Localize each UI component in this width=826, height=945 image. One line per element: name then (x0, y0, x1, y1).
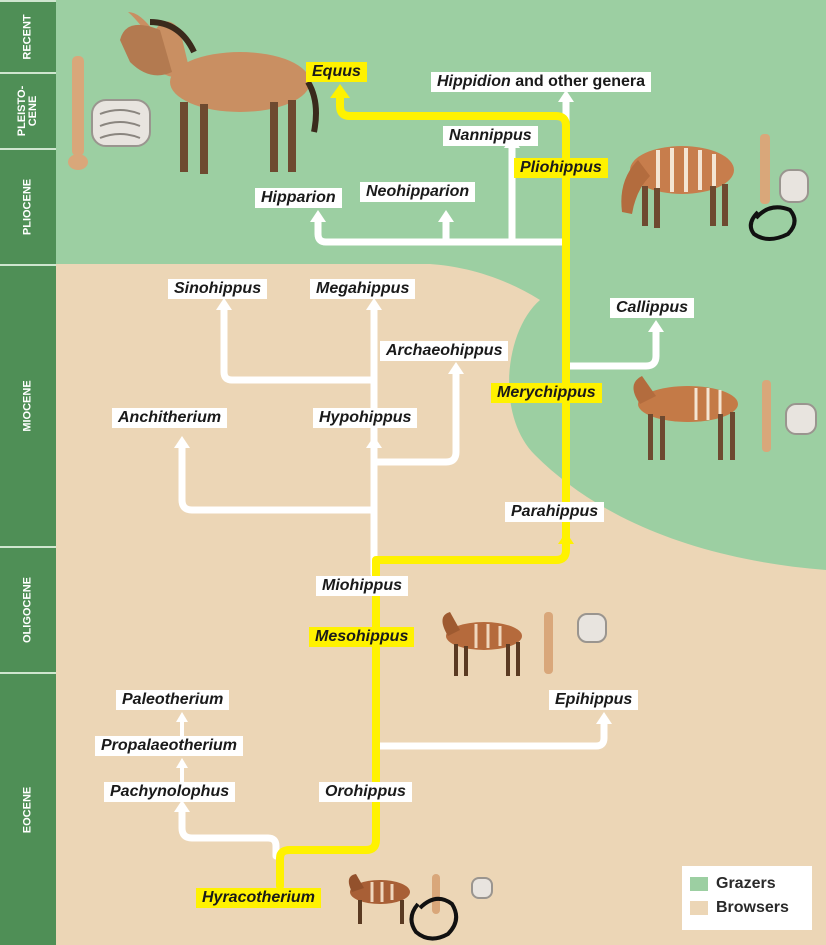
label-hippidion-genus: Hippidion (437, 73, 511, 90)
label-mesohippus: Mesohippus (309, 627, 414, 647)
pliohippus-horse-illustration (621, 146, 734, 228)
label-parahippus: Parahippus (505, 502, 604, 522)
legend-grazers-label: Grazers (716, 875, 776, 893)
mesohippus-tooth-illustration (578, 614, 606, 642)
pliohippus-tooth-illustration (780, 170, 808, 202)
pliohippus-limb-illustration (760, 134, 770, 204)
legend-browsers-swatch (690, 901, 708, 915)
merychippus-horse-illustration (633, 376, 738, 460)
label-hipparion: Hipparion (255, 188, 342, 208)
mesohippus-limb-illustration (544, 612, 553, 674)
legend-browsers-label: Browsers (716, 899, 789, 917)
label-pliohippus: Pliohippus (514, 158, 608, 178)
label-orohippus: Orohippus (319, 782, 412, 802)
legend-grazers-swatch (690, 877, 708, 891)
legend-grazers: Grazers (690, 874, 776, 894)
label-nannippus: Nannippus (443, 126, 538, 146)
label-anchitherium: Anchitherium (112, 408, 227, 428)
label-pachynolophus: Pachynolophus (104, 782, 235, 802)
hyracotherium-horse-illustration (349, 874, 410, 924)
label-callippus: Callippus (610, 298, 694, 318)
equus-limb-illustration (68, 56, 88, 170)
handwritten-circle-upper (751, 207, 795, 239)
label-equus: Equus (306, 62, 367, 82)
label-merychippus: Merychippus (491, 383, 602, 403)
hyracotherium-limb-illustration (432, 874, 440, 914)
hyracotherium-tooth-illustration (472, 878, 492, 898)
label-hyracotherium: Hyracotherium (196, 888, 321, 908)
label-miohippus: Miohippus (316, 576, 408, 596)
legend-browsers: Browsers (690, 898, 789, 918)
mesohippus-horse-illustration (442, 612, 522, 676)
label-megahippus: Megahippus (310, 279, 415, 299)
label-archaeohippus: Archaeohippus (380, 341, 508, 361)
label-hippidion: Hippidion and other genera (431, 72, 651, 92)
label-hippidion-suffix: and other genera (511, 73, 645, 90)
label-propalaeotherium: Propalaeotherium (95, 736, 243, 756)
equus-horse-illustration (120, 12, 316, 174)
legend: Grazers Browsers (682, 866, 812, 930)
label-sinohippus: Sinohippus (168, 279, 267, 299)
equus-tooth-illustration (92, 100, 150, 146)
merychippus-limb-illustration (762, 380, 771, 452)
merychippus-tooth-illustration (786, 404, 816, 434)
label-hypohippus: Hypohippus (313, 408, 417, 428)
label-paleotherium: Paleotherium (116, 690, 229, 710)
label-neohipparion: Neohipparion (360, 182, 475, 202)
label-epihippus: Epihippus (549, 690, 638, 710)
